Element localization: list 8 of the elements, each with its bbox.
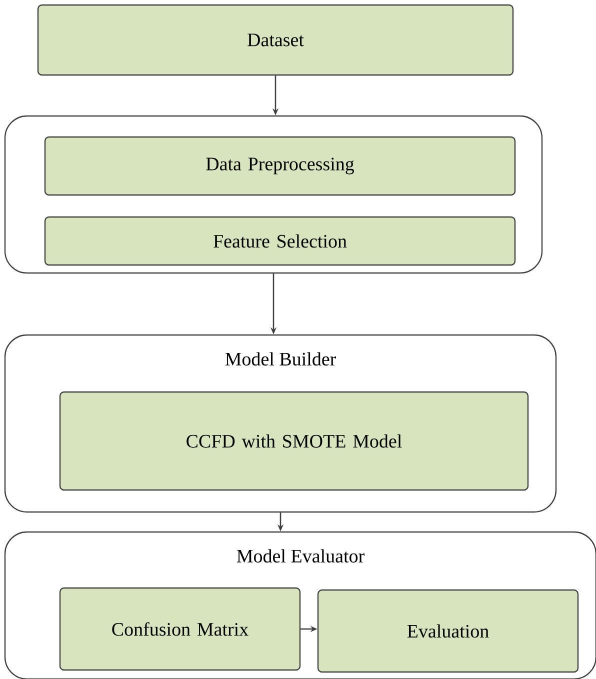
process-box: Dataset [37, 4, 514, 76]
group-heading: Model Evaluator [236, 549, 364, 563]
process-box: Data Preprocessing [44, 136, 516, 196]
process-box: Feature Selection [44, 216, 516, 266]
process-box: CCFD with SMOTE Model [59, 391, 529, 491]
process-box: Confusion Matrix [59, 587, 301, 671]
group-heading: Model Builder [225, 352, 336, 366]
process-box: Evaluation [317, 589, 579, 673]
